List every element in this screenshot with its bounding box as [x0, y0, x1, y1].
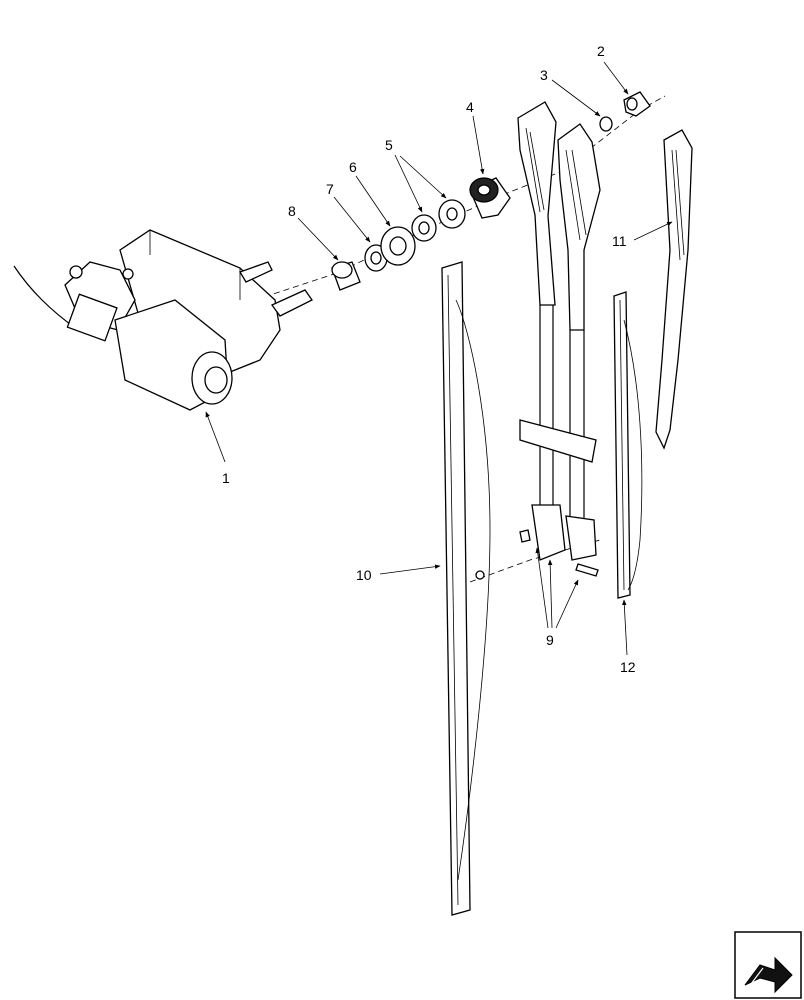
callout-3: 3: [540, 67, 548, 83]
acorn-nut-part-2[interactable]: [623, 91, 651, 117]
callout-9: 9: [546, 632, 554, 648]
callout-7: 7: [326, 181, 334, 197]
callout-1: 1: [222, 470, 230, 486]
nut-part-5b[interactable]: [438, 199, 466, 229]
wiper-arm-assembly[interactable]: [517, 101, 601, 561]
grommet-part-4[interactable]: [469, 177, 511, 219]
leader-5a: [394, 154, 423, 213]
pin-part-9b[interactable]: [575, 563, 599, 577]
leader-3: [551, 79, 601, 117]
callout-5: 5: [385, 137, 393, 153]
callout-8: 8: [288, 203, 296, 219]
leader-8: [297, 217, 339, 261]
callout-11: 11: [612, 233, 627, 249]
wiper-blade-short-part-12[interactable]: [613, 291, 643, 599]
leader-7: [333, 196, 371, 243]
callout-10: 10: [356, 567, 372, 583]
leader-9a: [535, 547, 549, 629]
wiper-arm-part-11[interactable]: [655, 129, 693, 450]
lock-washer-part-3[interactable]: [599, 116, 613, 132]
wiper-motor-part-1[interactable]: [13, 229, 313, 411]
bushing-part-8[interactable]: [331, 261, 361, 291]
callout-6: 6: [349, 159, 357, 175]
nut-part-5a[interactable]: [411, 214, 437, 242]
leader-12: [622, 599, 628, 656]
motor-cable: [13, 265, 79, 331]
leader-1: [205, 411, 226, 463]
pin-part-9a[interactable]: [519, 529, 531, 543]
leader-10: [379, 564, 441, 575]
callout-2: 2: [597, 43, 605, 59]
leader-2: [603, 61, 629, 95]
leader-9b: [547, 559, 553, 629]
seal-part-6[interactable]: [380, 226, 416, 266]
callout-4: 4: [466, 99, 474, 115]
next-page-arrow-icon[interactable]: [734, 931, 802, 999]
leader-4: [472, 115, 485, 175]
callout-12: 12: [620, 659, 636, 675]
wiper-blade-long-part-10[interactable]: [441, 261, 491, 916]
leader-9c: [555, 579, 579, 629]
leader-11: [633, 221, 673, 241]
leader-6: [355, 175, 391, 227]
leader-5b: [399, 155, 447, 199]
